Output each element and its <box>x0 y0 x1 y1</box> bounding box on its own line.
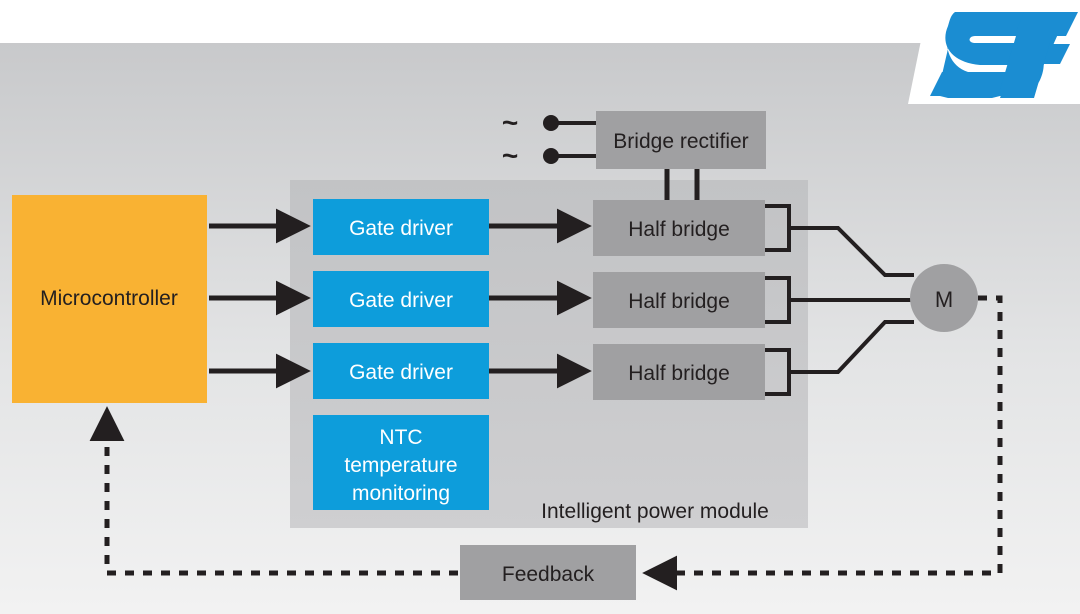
half-bridge-2-label: Half bridge <box>628 290 730 313</box>
block-feedback[interactable]: Feedback <box>460 545 636 600</box>
ipm-caption: Intelligent power module <box>541 500 769 523</box>
ac-terminal-dot-1 <box>543 115 559 131</box>
block-bridge-rectifier[interactable]: Bridge rectifier <box>596 111 766 169</box>
motor-label: M <box>935 287 953 312</box>
block-half-bridge-2[interactable]: Half bridge <box>593 272 765 328</box>
half-bridge-3-label: Half bridge <box>628 362 730 385</box>
st-logo-mark <box>930 12 1078 96</box>
feedback-path-from-motor <box>642 295 1003 591</box>
gate-driver-2-label: Gate driver <box>349 289 453 312</box>
feedback-path-to-microcontroller <box>89 406 458 576</box>
block-gate-driver-2[interactable]: Gate driver <box>313 271 489 327</box>
ac-symbol-2: ~ <box>502 140 518 171</box>
top-white-strip <box>0 0 1080 44</box>
microcontroller-label: Microcontroller <box>40 287 178 310</box>
block-gate-driver-3[interactable]: Gate driver <box>313 343 489 399</box>
gate-driver-3-label: Gate driver <box>349 361 453 384</box>
ac-symbol-1: ~ <box>502 107 518 138</box>
block-microcontroller[interactable]: Microcontroller <box>12 195 207 403</box>
phase-wire-w <box>789 320 914 374</box>
gate-driver-1-label: Gate driver <box>349 217 453 240</box>
feedback-label: Feedback <box>502 563 595 586</box>
ntc-label-line3: monitoring <box>352 482 450 505</box>
ac-terminal-dot-2 <box>543 148 559 164</box>
half-bridge-1-label: Half bridge <box>628 218 730 241</box>
block-half-bridge-1[interactable]: Half bridge <box>593 200 765 256</box>
phase-wire-u <box>789 226 914 277</box>
block-half-bridge-3[interactable]: Half bridge <box>593 344 765 400</box>
ntc-label-line1: NTC <box>379 426 422 449</box>
bridge-rectifier-label: Bridge rectifier <box>613 130 748 153</box>
block-gate-driver-1[interactable]: Gate driver <box>313 199 489 255</box>
block-ntc-temperature-monitoring[interactable]: NTC temperature monitoring <box>313 415 489 510</box>
block-motor[interactable]: M <box>910 264 978 332</box>
ntc-label-line2: temperature <box>344 454 457 477</box>
